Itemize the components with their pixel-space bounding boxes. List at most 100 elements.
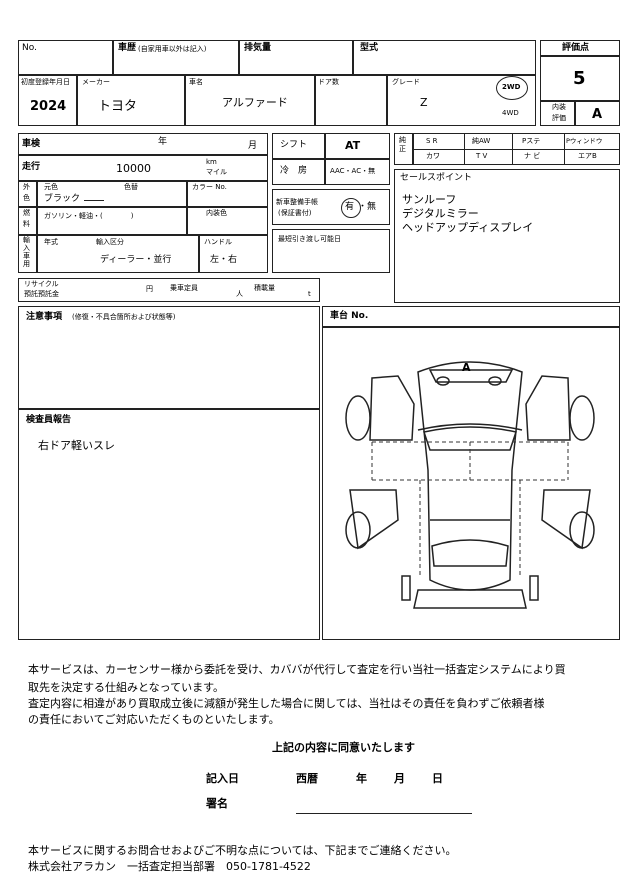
footer-para2-line1: 査定内容に相違があり買取成立後に減額が発生した場合に関しては、当社はその責任を負… — [28, 697, 545, 710]
top-info-box — [18, 40, 536, 126]
notes-label: 注意事項 — [26, 312, 63, 322]
doors-label: ドア数 — [318, 78, 339, 86]
manual-box — [272, 189, 390, 225]
divider — [198, 234, 200, 273]
notes-label-note: (修復・不具合箇所および状態等) — [72, 313, 176, 321]
score-label: 評価点 — [562, 43, 590, 53]
divider — [112, 40, 114, 75]
sales-points-label: セールスポイント — [400, 173, 473, 183]
divider — [574, 100, 576, 126]
handle-label: ハンドル — [204, 238, 232, 246]
color-no-label: カラー No. — [192, 183, 227, 191]
divider — [18, 74, 536, 76]
divider — [324, 133, 326, 185]
fuel-value: ガソリン・軽油・( ) — [44, 212, 134, 220]
import-label-2: 入 — [23, 244, 30, 252]
divider — [386, 74, 388, 126]
import-label-4: 用 — [23, 260, 30, 268]
history-label: 車歴 — [118, 43, 137, 53]
manual-no: ・無 — [358, 202, 377, 212]
divider — [540, 55, 620, 57]
person-label: 人 — [236, 290, 243, 298]
arrow-line — [84, 200, 104, 201]
km-label: km — [206, 158, 217, 166]
color-label-1: 外 — [23, 183, 30, 191]
original-color-value: ブラック — [44, 194, 81, 204]
maker-label: メーカー — [82, 78, 110, 86]
equip-leather: カワ — [426, 152, 440, 160]
divider — [464, 133, 465, 165]
divider — [18, 180, 268, 182]
recycle-label-2: 預託預託金 — [24, 290, 59, 298]
interior-color-label: 内装色 — [206, 209, 227, 217]
signature-line — [296, 813, 472, 814]
color-label-2: 色 — [23, 194, 30, 202]
fuel-label-1: 燃 — [23, 209, 30, 217]
equip-aw: 純AW — [472, 137, 491, 145]
grade-label: グレード — [392, 78, 420, 86]
shift-value: AT — [345, 139, 361, 152]
footer-para1-line2: 取先を決定する仕組みとなっています。 — [28, 681, 225, 694]
date-year-label: 年 — [356, 772, 367, 785]
equip-pwindow: Pウィンドウ — [566, 137, 603, 145]
divider — [76, 74, 78, 126]
recycle-label-1: リサイクル — [24, 280, 59, 288]
divider — [564, 133, 565, 165]
interior-label-2: 評価 — [552, 114, 566, 122]
sales-point-item: サンルーフ — [402, 193, 457, 206]
displacement-label: 排気量 — [244, 43, 272, 53]
notes-box — [18, 306, 320, 640]
load-label: 積載量 — [254, 284, 275, 292]
score-value: 5 — [573, 68, 586, 89]
divider — [512, 133, 513, 165]
diagram-box — [322, 306, 620, 640]
equip-pste: Pステ — [522, 137, 541, 145]
drive-2wd-circle — [496, 76, 528, 100]
first-reg-value: 2024 — [30, 99, 67, 114]
equip-airbag: エアB — [578, 152, 597, 160]
inspector-text: 右ドア軽いスレ — [38, 439, 115, 452]
repaint-label: 色替 — [124, 183, 138, 191]
sales-point-item: ヘッドアップディスプレイ — [402, 221, 534, 234]
agree-text: 上記の内容に同意いたします — [272, 741, 415, 754]
divider — [314, 74, 316, 126]
import-type-value: ディーラー・並行 — [100, 255, 172, 265]
car-name-label: 車名 — [189, 78, 203, 86]
score-box — [540, 40, 620, 126]
divider — [352, 40, 354, 75]
divider — [18, 154, 268, 156]
sales-points-box — [394, 169, 620, 303]
inspector-label: 検査員報告 — [26, 415, 72, 425]
divider — [18, 408, 320, 410]
model-label: 型式 — [360, 43, 379, 53]
equip-tv: T V — [476, 152, 488, 160]
manual-label-2: (保証書付) — [278, 209, 312, 217]
manual-yes-circle — [341, 198, 361, 218]
original-color-label: 元色 — [44, 183, 58, 191]
import-label-3: 車 — [23, 252, 30, 260]
divider — [18, 206, 268, 208]
import-year-label: 年式 — [44, 238, 58, 246]
divider — [412, 133, 414, 165]
footer-para1-line1: 本サービスは、カーセンサー様から委託を受け、カババが代行して査定を行い当社一括査… — [28, 663, 566, 676]
contact-line2: 株式会社アラカン 一括査定担当部署 050-1781-4522 — [28, 860, 311, 873]
divider — [184, 74, 186, 126]
shaken-label: 車検 — [22, 139, 41, 149]
fuel-label-2: 料 — [23, 220, 30, 228]
divider — [272, 158, 390, 160]
grade-value: Z — [420, 96, 428, 109]
signature-label: 署名 — [206, 797, 228, 810]
drive-4wd: 4WD — [502, 109, 519, 117]
ac-label: 冷 房 — [280, 166, 308, 176]
handover-box — [272, 229, 390, 273]
divider — [322, 326, 620, 328]
recycle-box — [18, 278, 320, 302]
equipment-side-label: 純正 — [399, 136, 406, 153]
handover-label: 最短引き渡し可能日 — [278, 235, 341, 243]
ac-value: AAC・AC・無 — [330, 167, 376, 175]
diagram-mark: A — [462, 361, 471, 374]
manual-label-1: 新車整備手帳 — [276, 198, 318, 206]
equip-navi: ナ ビ — [524, 152, 541, 160]
shift-label: シフト — [280, 140, 308, 150]
